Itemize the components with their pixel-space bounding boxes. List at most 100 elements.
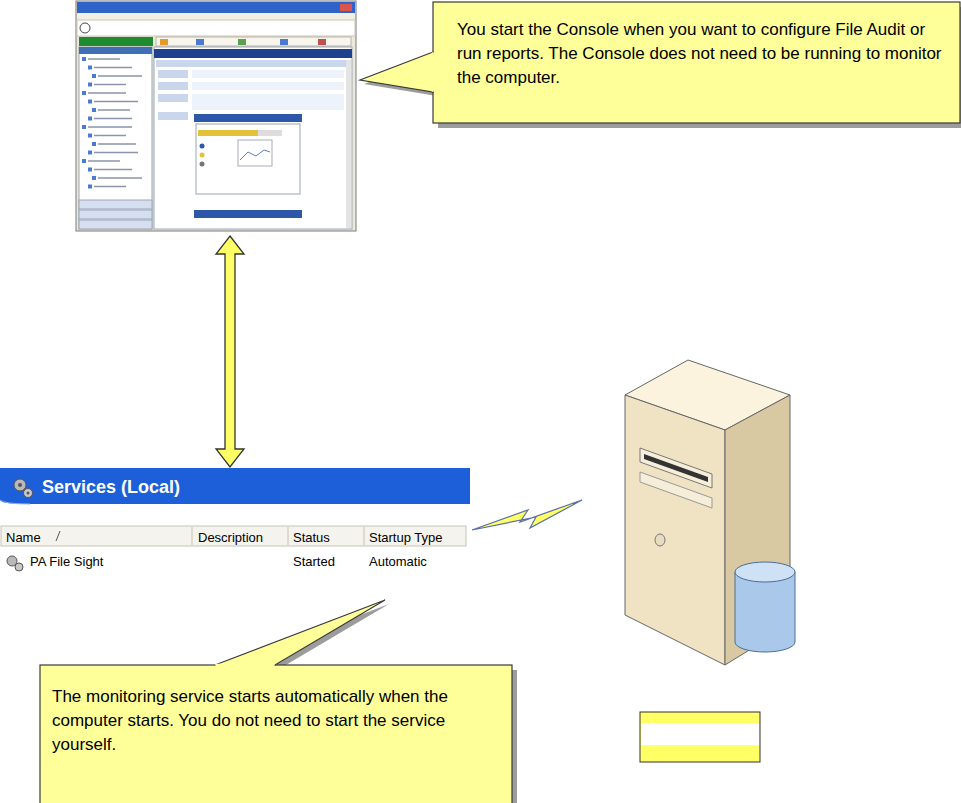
callout-shape [360,2,961,128]
tree-lines [94,186,126,188]
callout-pointer [215,664,275,669]
column-header: Description [198,530,263,545]
tree-lines [82,57,142,189]
callout-text: You start the Console when you want to c… [457,18,942,90]
services-icon [27,492,30,495]
console-screenshot [156,37,351,46]
tree-lines [88,185,92,189]
console-screenshot [154,47,352,229]
console-screenshot [77,20,355,36]
services-window [1,526,466,546]
console-screenshot [194,210,302,218]
tree-lines [94,101,138,103]
console-screenshot [238,39,246,45]
server-illustration [640,472,712,508]
console-screenshot [158,82,188,90]
service-name: PA File Sight [30,554,103,569]
tree-lines [88,83,92,87]
console-screenshot [154,49,352,58]
tree-lines [88,151,92,155]
tree-lines [82,159,86,163]
service-startup: Automatic [369,554,427,569]
console-screenshot [258,130,282,136]
server-illustration [625,360,795,665]
services-window [0,500,470,516]
tree-lines [88,100,92,104]
services-window [192,527,193,545]
console-screenshot [240,150,270,160]
services-window [364,527,365,545]
double-arrow [216,236,244,467]
tree-lines [98,75,142,77]
services-icon [14,479,33,498]
sort-mark [56,531,60,541]
callout-shape [40,600,517,803]
tree-lines [98,143,136,145]
tree-lines [92,176,96,180]
console-screenshot [192,94,344,110]
console-screenshot [80,23,90,33]
callout-text: The monitoring service starts automatica… [52,685,496,757]
console-screenshot [79,37,153,46]
tree-lines [98,109,130,111]
tree-lines [98,177,142,179]
console-screenshot [76,1,356,231]
tree-lines [94,152,138,154]
console-screenshot [77,13,355,20]
callout-box: The monitoring service starts automatica… [40,665,512,803]
console-screenshot [194,114,302,122]
console-screenshot [200,144,205,149]
console-screenshot [200,153,205,158]
console-screenshot [280,39,288,45]
services-icon [24,489,33,498]
tree-lines [88,134,92,138]
tree-lines [94,84,126,86]
console-screenshot [77,2,355,13]
console-screenshot [192,70,344,78]
console-screenshot [76,1,356,231]
tree-lines [94,169,132,171]
tree-lines [94,135,126,137]
yellow-marker [640,712,760,762]
server-illustration [735,572,795,652]
console-screenshot [198,130,258,136]
service-status: Started [293,554,335,569]
console-screenshot [346,60,351,228]
tree-lines [92,142,96,146]
tree-lines [94,118,132,120]
lightning-bolt [472,500,582,530]
tree-lines [88,160,120,162]
tree-lines [94,67,132,69]
service-icon [7,556,23,571]
yellow-marker [641,723,759,745]
tree-lines [82,125,86,129]
services-icon [14,479,26,491]
console-screenshot [79,210,152,219]
service-icon [15,563,23,571]
console-screenshot [192,82,344,90]
console-screenshot [79,220,152,229]
column-header: Startup Type [369,530,442,545]
console-screenshot [200,162,205,167]
services-icon [18,483,22,487]
tree-lines [88,92,126,94]
column-header: Status [293,530,330,545]
server-illustration [625,395,725,665]
console-screenshot [196,39,204,45]
window-title: Services (Local) [42,476,460,498]
console-screenshot [158,94,188,102]
tree-lines [92,108,96,112]
console-screenshot [160,39,168,45]
services-window [0,468,470,516]
console-screenshot [79,200,152,209]
console-screenshot [238,140,272,166]
server-illustration [735,562,795,582]
console-screenshot [158,112,188,120]
tree-lines [88,58,120,60]
tree-lines [92,74,96,78]
double-arrow [216,236,244,467]
